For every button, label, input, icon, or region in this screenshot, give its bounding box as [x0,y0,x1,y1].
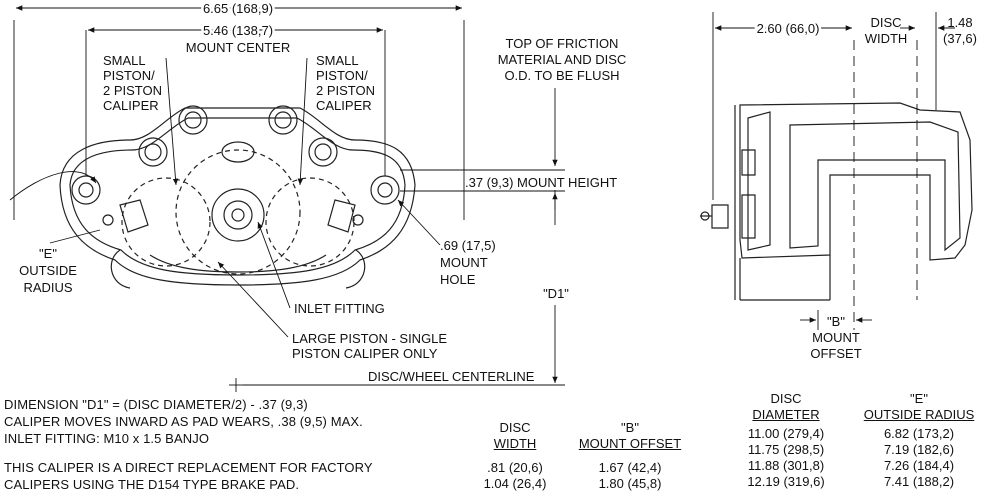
outside-radius-3: RADIUS [23,280,72,295]
large-piston-1: LARGE PISTON - SINGLE [292,331,447,346]
note-pad-wear: CALIPER MOVES INWARD AS PAD WEARS, .38 (… [4,414,363,429]
note-d1: DIMENSION "D1" = (DISC DIAMETER/2) - .37… [4,397,308,412]
friction-note-2: MATERIAL AND DISC [498,52,627,67]
header-mount-offset: MOUNT OFFSET [578,436,682,451]
mount-hole-2: MOUNT [440,255,488,270]
cell-radius: 7.26 (184,4) [883,458,955,473]
table-row: 11.75 (298,5) 7.19 (182,6) [728,442,994,458]
cell-radius: 7.41 (188,2) [883,474,955,489]
inlet-fitting-label: INLET FITTING [294,301,385,316]
d1-label: "D1" [543,286,569,301]
mount-offset-3: OFFSET [810,346,861,361]
header-b: "B" [621,420,639,435]
small-piston-left-3: 2 PISTON [103,83,162,98]
disc-width-value-2: (37,6) [943,31,977,46]
small-piston-right-4: CALIPER [316,98,372,113]
table-row: 1.04 (26,4) 1.80 (45,8) [470,476,700,492]
outside-radius-table: DISC "E" DIAMETER OUTSIDE RADIUS 11.00 (… [728,391,994,490]
mount-offset-1: "B" [827,314,845,329]
header-e: "E" [910,391,928,406]
header-diameter: DIAMETER [752,407,820,422]
side-width-label: 2.60 (66,0) [757,21,820,36]
disc-width-1: DISC [870,15,901,30]
mount-center-label: MOUNT CENTER [186,40,290,55]
mount-offset-table: DISC "B" WIDTH MOUNT OFFSET .81 (20,6) 1… [470,420,700,492]
friction-note-1: TOP OF FRICTION [506,36,619,51]
outside-radius-2: OUTSIDE [19,263,77,278]
table-row: 11.00 (279,4) 6.82 (173,2) [728,426,994,442]
friction-note-3: O.D. TO BE FLUSH [504,68,619,83]
small-piston-right-3: 2 PISTON [316,83,375,98]
dimension-lines-front [9,5,565,392]
cell-diameter: 11.88 (301,8) [747,458,825,473]
table-row: .81 (20,6) 1.67 (42,4) [470,460,700,476]
cell-width: 1.04 (26,4) [483,476,547,491]
small-piston-left-1: SMALL [103,53,146,68]
mount-center-value: 5.46 (138,7) [203,23,273,38]
cell-diameter: 11.75 (298,5) [747,442,825,457]
caliper-side-view [700,102,973,301]
header-width: WIDTH [493,436,537,451]
note-inlet: INLET FITTING: M10 x 1.5 BANJO [4,431,210,446]
cell-offset: 1.80 (45,8) [598,476,662,491]
small-piston-left-2: PISTON/ [103,68,155,83]
mount-offset-2: MOUNT [812,330,860,345]
cell-radius: 6.82 (173,2) [883,426,955,441]
dimension-lines-side [712,12,955,330]
cell-offset: 1.67 (42,4) [598,460,662,475]
dimension-labels: 6.65 (168,9) 5.46 (138,7) MOUNT CENTER S… [19,0,977,384]
small-piston-left-4: CALIPER [103,98,159,113]
small-piston-right-1: SMALL [316,53,359,68]
caliper-front-view [59,105,416,289]
centerline-label: DISC/WHEEL CENTERLINE [368,369,535,384]
header-disc2: DISC [770,391,802,406]
mount-hole-3: HOLE [440,272,476,287]
outside-radius-1: "E" [39,246,57,261]
header-outside-radius: OUTSIDE RADIUS [863,407,975,422]
cell-radius: 7.19 (182,6) [883,442,955,457]
cell-diameter: 12.19 (319,6) [747,474,825,489]
large-piston-2: PISTON CALIPER ONLY [292,346,438,361]
note-replacement-1: THIS CALIPER IS A DIRECT REPLACEMENT FOR… [4,460,373,475]
small-piston-right-2: PISTON/ [316,68,368,83]
table-row: 12.19 (319,6) 7.41 (188,2) [728,474,994,490]
mount-height-label: .37 (9,3) MOUNT HEIGHT [465,175,617,190]
cell-diameter: 11.00 (279,4) [747,426,825,441]
note-replacement-2: CALIPERS USING THE D154 TYPE BRAKE PAD. [4,477,300,492]
disc-width-value-1: 1.48 [947,15,972,30]
overall-width-label: 6.65 (168,9) [203,1,273,16]
disc-width-2: WIDTH [865,31,908,46]
cell-width: .81 (20,6) [487,460,543,475]
table-row: 11.88 (301,8) 7.26 (184,4) [728,458,994,474]
header-disc: DISC [499,420,531,435]
mount-hole-1: .69 (17,5) [440,238,496,253]
